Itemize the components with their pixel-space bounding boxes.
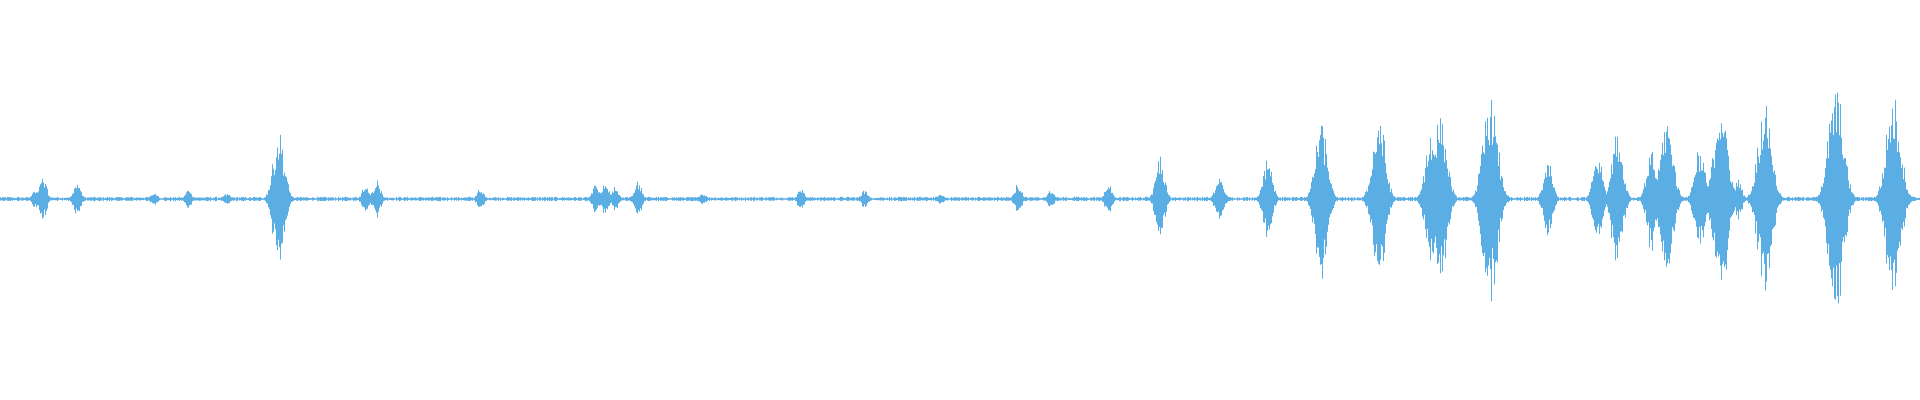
waveform-signal	[0, 92, 1920, 304]
